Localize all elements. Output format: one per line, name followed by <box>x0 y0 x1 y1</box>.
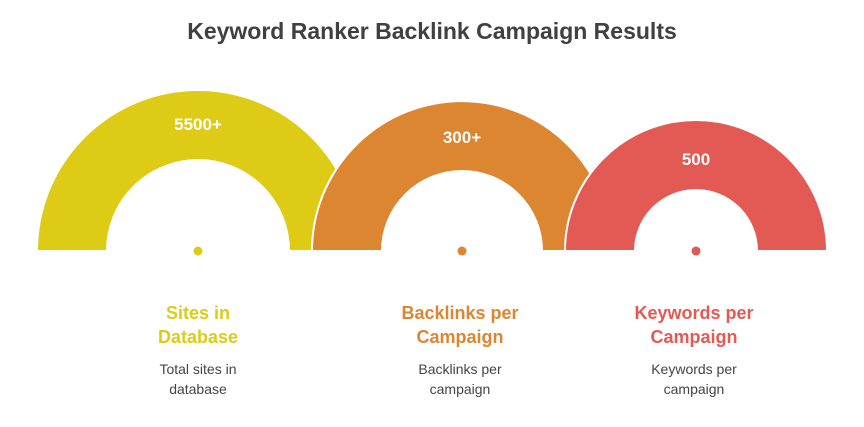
desc-line-2: campaign <box>663 381 725 397</box>
desc-line-2: campaign <box>429 381 491 397</box>
desc-line-2: database <box>169 381 227 397</box>
desc-line-1: Backlinks per <box>418 361 502 377</box>
label-sites-in-database: Sites in Database <box>108 301 288 349</box>
label-line-1: Backlinks per <box>401 303 519 323</box>
dot-sites-in-database <box>193 246 203 256</box>
dot-backlinks-per-campaign <box>457 246 467 256</box>
desc-keywords-per-campaign: Keywords per campaign <box>604 359 784 399</box>
label-line-2: Campaign <box>416 327 504 347</box>
desc-backlinks-per-campaign: Backlinks per campaign <box>370 359 550 399</box>
arches-diagram: 5500+ 300+ 500 <box>35 89 829 256</box>
label-line-2: Campaign <box>650 327 738 347</box>
label-line-2: Database <box>157 327 239 347</box>
value-backlinks-per-campaign: 300+ <box>443 128 481 147</box>
desc-sites-in-database: Total sites in database <box>108 359 288 399</box>
label-backlinks-per-campaign: Backlinks per Campaign <box>370 301 550 349</box>
dot-keywords-per-campaign <box>691 246 701 256</box>
desc-line-1: Keywords per <box>651 361 737 377</box>
label-line-1: Sites in <box>165 303 231 323</box>
page-title: Keyword Ranker Backlink Campaign Results <box>187 18 677 44</box>
value-keywords-per-campaign: 500 <box>682 150 710 169</box>
label-keywords-per-campaign: Keywords per Campaign <box>604 301 784 349</box>
arch-keywords-per-campaign <box>563 119 829 252</box>
desc-line-1: Total sites in <box>159 361 237 377</box>
label-line-1: Keywords per <box>634 303 754 323</box>
value-sites-in-database: 5500+ <box>174 115 222 134</box>
